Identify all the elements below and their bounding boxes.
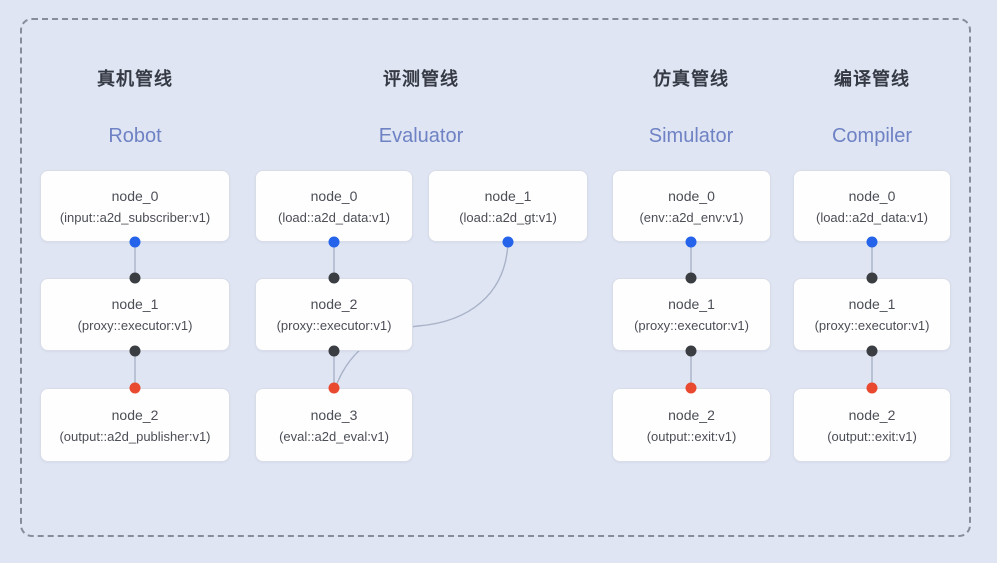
port-dot-mid — [685, 272, 697, 284]
port-dot-mid — [129, 345, 141, 357]
port-dot-source-out — [866, 236, 878, 248]
pipeline-node: node_3(eval::a2d_eval:v1) — [255, 388, 413, 462]
pipeline-title: 评测管线 — [383, 69, 459, 89]
pipeline-node: node_0(env::a2d_env:v1) — [612, 170, 771, 242]
port-dot-mid — [328, 345, 340, 357]
node-type: (proxy::executor:v1) — [276, 318, 392, 333]
pipeline-title: 真机管线 — [97, 69, 173, 89]
edge-curve — [335, 241, 509, 387]
pipeline-node: node_2(proxy::executor:v1) — [255, 278, 413, 351]
node-type: (load::a2d_gt:v1) — [459, 209, 557, 225]
pipeline-node: node_1(proxy::executor:v1) — [793, 278, 951, 351]
pipeline-node: node_1(load::a2d_gt:v1) — [428, 170, 588, 242]
node-name: node_0 — [310, 187, 358, 204]
pipeline-node: node_1(proxy::executor:v1) — [612, 278, 771, 351]
node-name: node_1 — [848, 296, 896, 312]
pipeline-node: node_0(load::a2d_data:v1) — [793, 170, 951, 242]
port-dot-mid — [866, 345, 878, 357]
node-name: node_0 — [111, 187, 159, 204]
node-type: (eval::a2d_eval:v1) — [279, 428, 389, 444]
pipeline-node: node_2(output::a2d_publisher:v1) — [40, 388, 230, 462]
node-type: (proxy::executor:v1) — [814, 318, 930, 333]
port-dot-source-out — [685, 236, 697, 248]
node-type: (output::exit:v1) — [827, 428, 917, 444]
port-dot-source-out — [502, 236, 514, 248]
node-name: node_1 — [668, 296, 715, 312]
pipeline-subtitle: Simulator — [648, 125, 734, 147]
port-dot-mid — [685, 345, 697, 357]
port-dot-sink-in — [866, 382, 878, 394]
port-dot-source-out — [328, 236, 340, 248]
node-name: node_2 — [310, 296, 358, 312]
node-type: (load::a2d_data:v1) — [815, 209, 929, 225]
port-dot-mid — [129, 272, 141, 284]
pipeline-subtitle: Evaluator — [378, 125, 464, 147]
node-type: (load::a2d_data:v1) — [277, 209, 391, 225]
node-name: node_3 — [310, 406, 358, 423]
pipeline-subtitle: Compiler — [831, 125, 913, 147]
node-type: (env::a2d_env:v1) — [639, 209, 744, 225]
pipeline-node: node_2(output::exit:v1) — [793, 388, 951, 462]
pipeline-title: 仿真管线 — [653, 69, 729, 89]
node-type: (input::a2d_subscriber:v1) — [59, 209, 211, 225]
node-type: (output::a2d_publisher:v1) — [59, 428, 211, 444]
pipeline-node: node_0(input::a2d_subscriber:v1) — [40, 170, 230, 242]
port-dot-mid — [866, 272, 878, 284]
node-type: (output::exit:v1) — [646, 428, 737, 444]
port-dot-mid — [328, 272, 340, 284]
node-name: node_2 — [668, 406, 715, 423]
port-dot-sink-in — [685, 382, 697, 394]
node-name: node_1 — [484, 187, 532, 204]
dashed-frame — [20, 18, 971, 537]
pipeline-node: node_1(proxy::executor:v1) — [40, 278, 230, 351]
node-name: node_0 — [848, 187, 896, 204]
node-name: node_0 — [668, 187, 715, 204]
node-name: node_1 — [111, 296, 159, 312]
pipeline-node: node_2(output::exit:v1) — [612, 388, 771, 462]
node-type: (proxy::executor:v1) — [77, 318, 193, 333]
node-name: node_2 — [111, 406, 159, 423]
port-dot-sink-in — [129, 382, 141, 394]
pipeline-subtitle: Robot — [108, 125, 162, 147]
pipeline-title: 编译管线 — [834, 69, 910, 89]
port-dot-source-out — [129, 236, 141, 248]
node-name: node_2 — [848, 406, 896, 423]
node-type: (proxy::executor:v1) — [634, 318, 749, 333]
port-dot-sink-in — [328, 382, 340, 394]
pipeline-node: node_0(load::a2d_data:v1) — [255, 170, 413, 242]
